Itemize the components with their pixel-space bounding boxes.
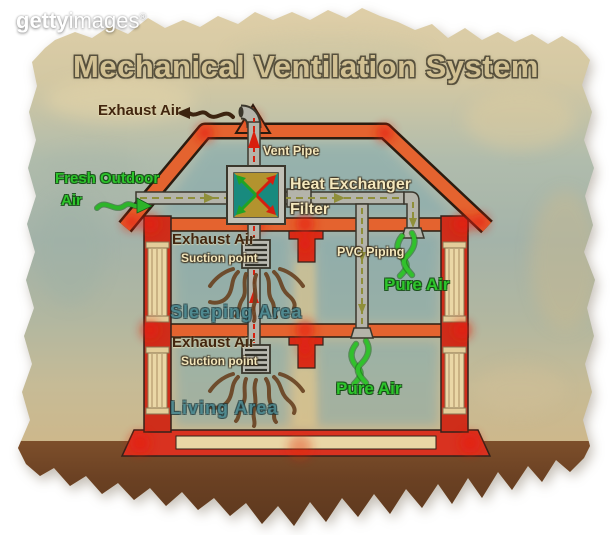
exhaust-air-top-label: Exhaust Air xyxy=(98,102,181,119)
living-room-right xyxy=(318,342,438,426)
clouds xyxy=(35,37,595,415)
living-area-label: Living Area xyxy=(170,398,279,418)
pure-air-lower-label: Pure Air xyxy=(336,379,402,398)
watermark-bold: getty xyxy=(16,8,69,33)
getty-watermark: gettyimages® xyxy=(16,8,146,34)
pvc-pipe xyxy=(349,203,375,339)
divider-column-lower xyxy=(295,368,315,426)
heat-exchanger xyxy=(226,165,286,225)
house-cross-section xyxy=(94,103,493,459)
pvc-piping-label: PVC Piping xyxy=(337,245,405,259)
pure-air-squiggle-upper-icon xyxy=(394,229,418,280)
heat-exchanger-label: Heat Exchanger xyxy=(290,176,411,193)
exhaust-air-arrow-icon xyxy=(176,107,235,119)
suction-grille-upper xyxy=(241,239,271,269)
divider-column-upper xyxy=(295,262,315,324)
suction-point-lower-label: Suction point xyxy=(181,354,258,368)
suction-grille-lower xyxy=(241,344,271,374)
page-title: Mechanical Ventilation System xyxy=(73,49,539,84)
exhaust-air-lower-label: Exhaust Air xyxy=(172,334,255,351)
fresh-outdoor-air-label-line2: Air xyxy=(61,192,82,209)
watermark-registered: ® xyxy=(139,11,147,22)
fresh-outdoor-air-label-line1: Fresh Outdoor xyxy=(55,170,160,187)
exhaust-air-upper-label: Exhaust Air xyxy=(172,231,255,248)
supply-outlet-lower xyxy=(349,327,375,339)
pure-air-upper-label: Pure Air xyxy=(384,275,450,294)
suction-arrows-upper-icon xyxy=(208,267,305,323)
filter-label: Filter xyxy=(290,201,330,218)
fresh-air-arrow-icon xyxy=(94,197,153,214)
sleeping-area-label: Sleeping Area xyxy=(170,302,303,322)
vent-pipe-label: Vent Pipe xyxy=(263,144,320,158)
suction-point-upper-label: Suction point xyxy=(181,251,258,265)
watermark-light: images xyxy=(68,8,140,33)
sleeping-room-right xyxy=(318,236,438,322)
left-wall xyxy=(143,215,172,433)
